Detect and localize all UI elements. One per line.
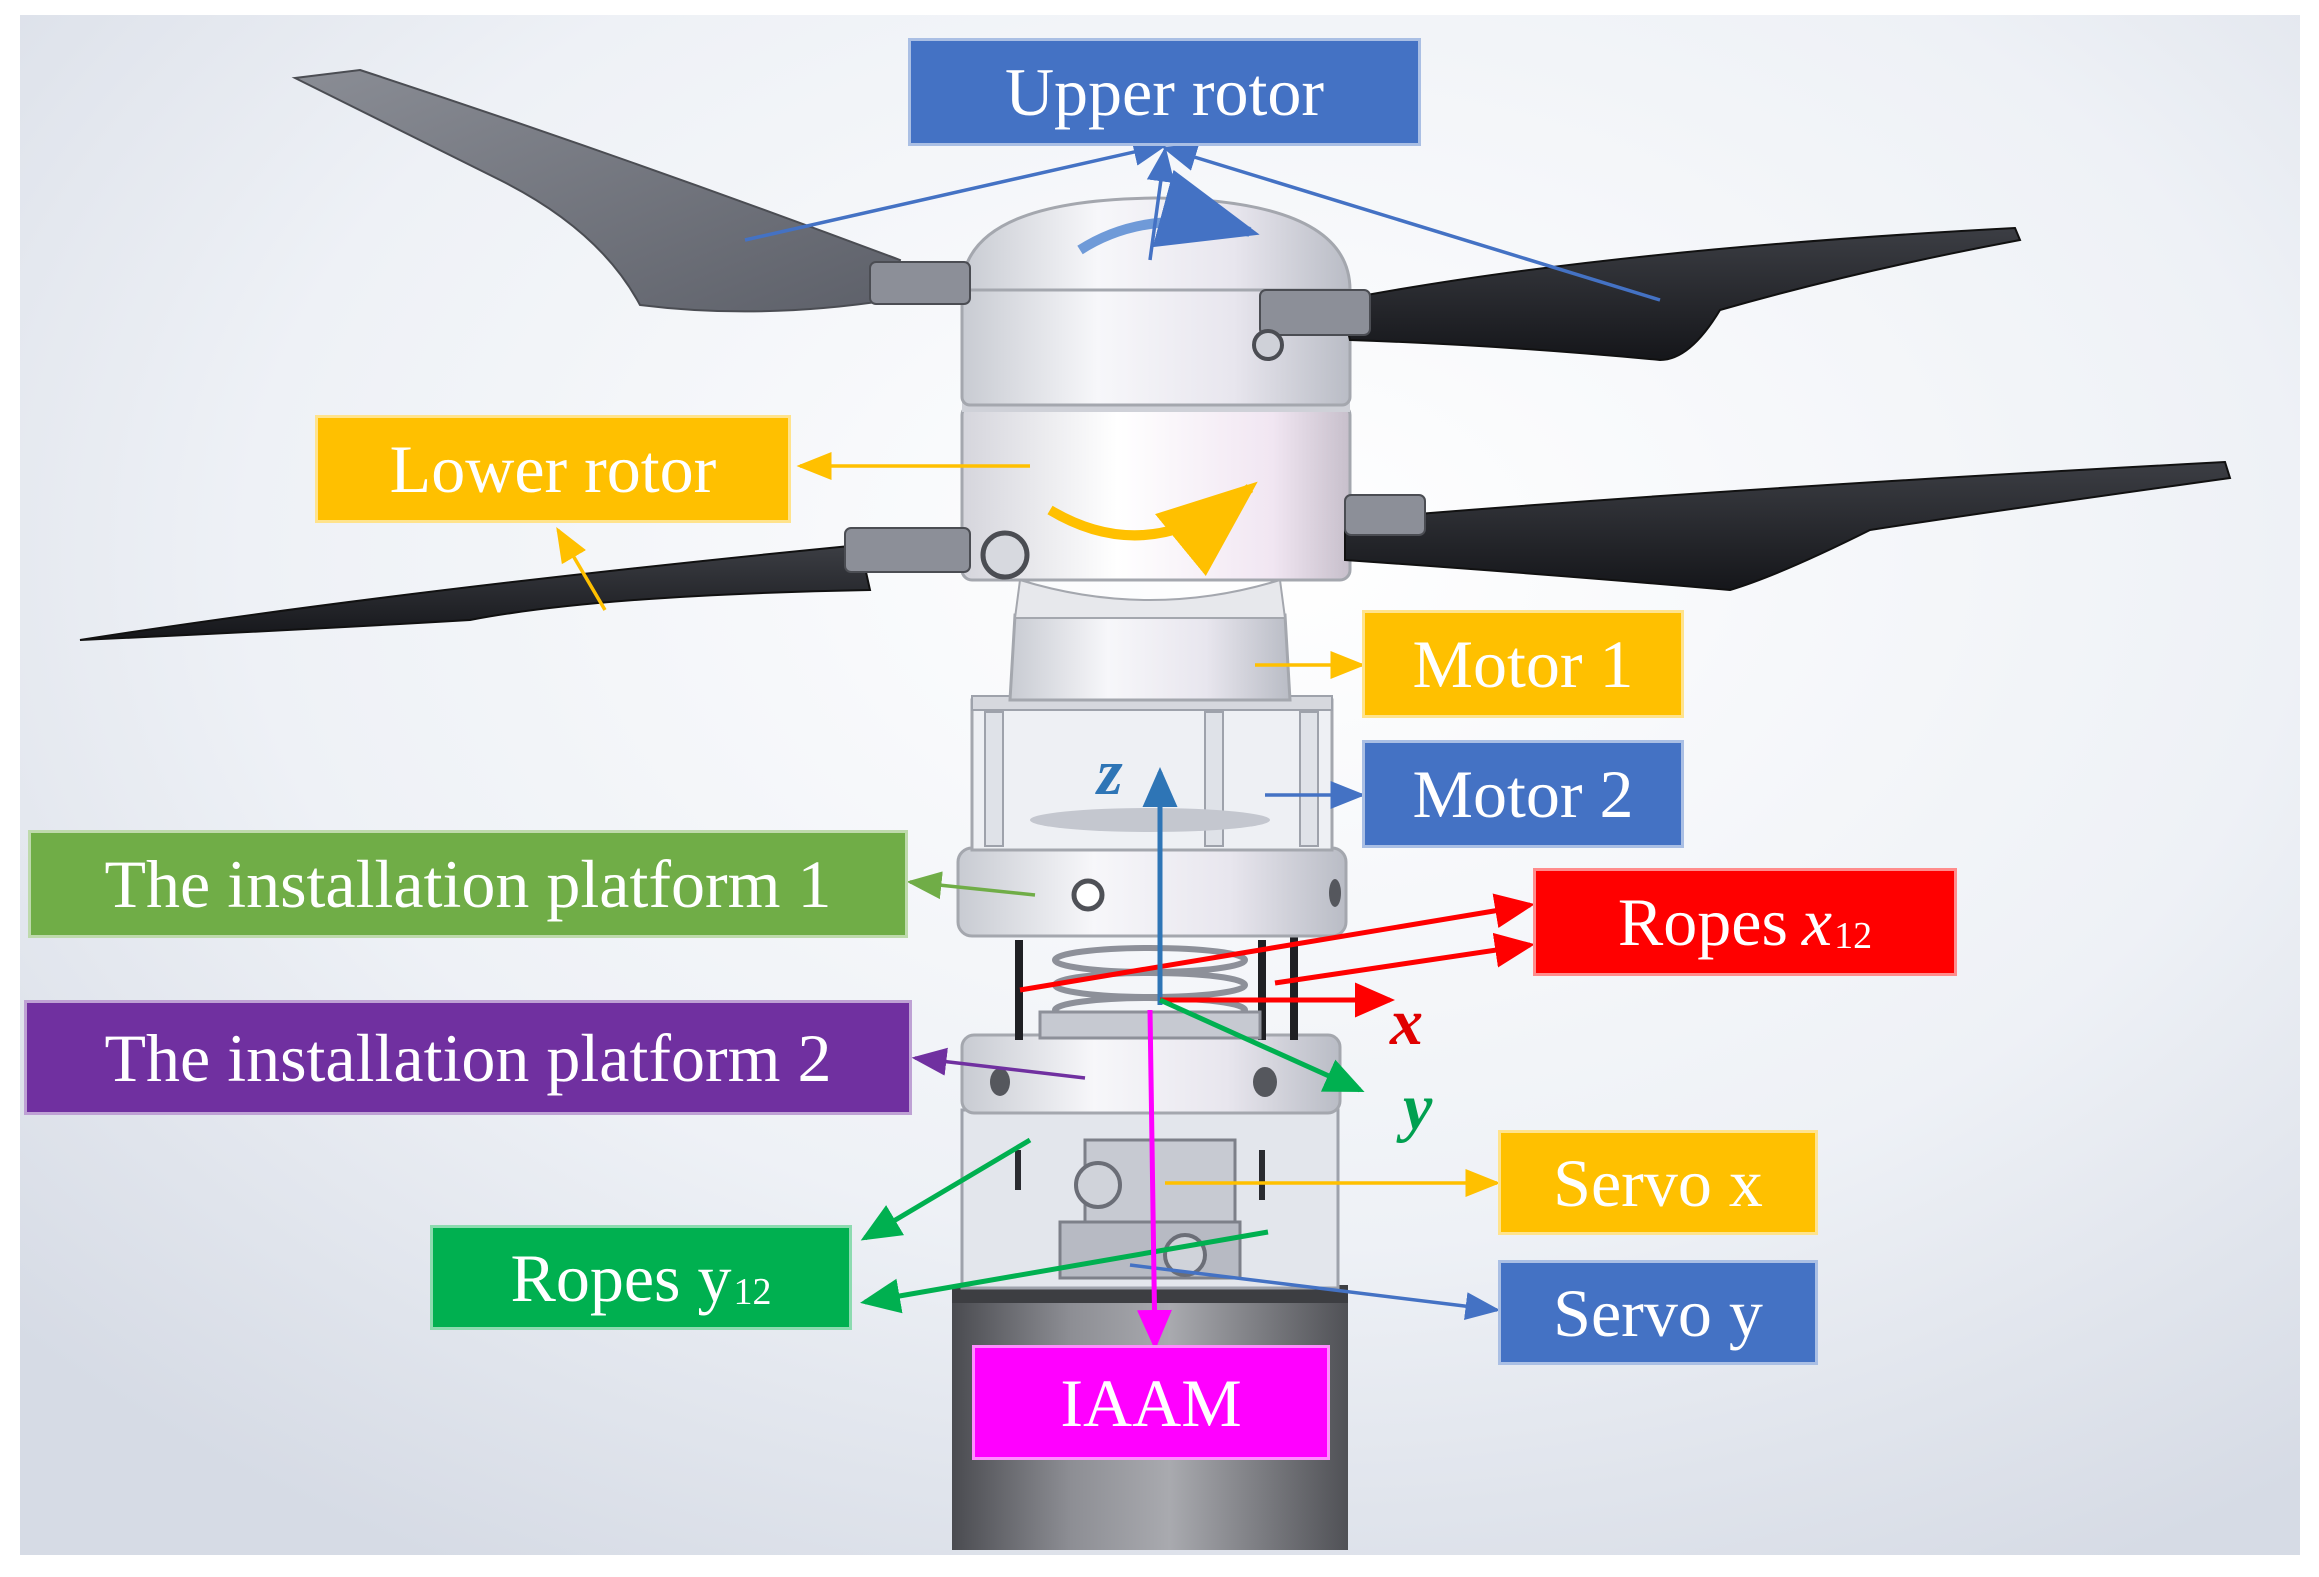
label-servo-x-text: Servo x [1553,1144,1763,1221]
leader-ropes-y-upper [860,1137,1032,1241]
label-motor-1: Motor 1 [1362,610,1684,718]
lower-blade-left [79,543,872,641]
label-iaam-text: IAAM [1060,1364,1242,1441]
label-upper-rotor-text: Upper rotor [1004,54,1325,130]
label-servo-y: Servo y [1498,1260,1818,1365]
label-ropes-x: Ropes x 12 [1533,868,1957,976]
label-platform-1-text: The installation platform 1 [104,846,832,922]
label-ropes-x-sub: 12 [1834,915,1873,957]
axis-y-label: y [1403,1071,1433,1144]
label-ropes-y: Ropes y 12 [430,1225,852,1330]
leader-iaam [1136,1009,1172,1350]
upper-blade-left [291,68,902,313]
label-lower-rotor: Lower rotor [315,415,791,523]
label-platform-2: The installation platform 2 [24,1000,912,1115]
lower-blade-right [1344,460,2232,592]
motor-1 [1008,613,1292,702]
lower-rotation-arrow [1047,481,1258,576]
axis-z-label: z [1097,736,1123,809]
leader-upper-right [1161,143,1661,302]
label-ropes-y-sub: 12 [733,1270,772,1313]
upper-blade-right [1338,226,2022,362]
label-motor-2: Motor 2 [1362,740,1684,848]
label-platform-1: The installation platform 1 [28,830,908,938]
leader-platform-1 [906,871,1036,900]
label-ropes-y-prefix: Ropes y [510,1239,732,1316]
label-motor-1-text: Motor 1 [1412,626,1634,702]
label-platform-2-text: The installation platform 2 [104,1019,832,1096]
axis-x-label: x [1390,986,1423,1059]
label-upper-rotor: Upper rotor [908,38,1421,146]
label-motor-2-text: Motor 2 [1412,756,1634,832]
leader-lower-blade [556,526,607,611]
label-servo-x: Servo x [1498,1130,1818,1235]
upper-rotation-arrow [1077,169,1260,255]
leader-servo-y [1129,1263,1501,1321]
leader-ropes-x-lower [1274,932,1535,986]
label-iaam: IAAM [972,1345,1330,1460]
label-ropes-x-var: x [1801,884,1833,960]
label-servo-y-text: Servo y [1553,1274,1763,1351]
axis-y-arrow [1158,997,1365,1093]
leader-ropes-y-lower [860,1229,1269,1314]
leader-platform-2 [911,1047,1086,1080]
label-ropes-x-prefix: Ropes [1617,884,1788,960]
label-lower-rotor-text: Lower rotor [389,431,717,507]
leader-ropes-x-upper [1019,893,1535,993]
leader-upper-left [744,138,1169,242]
coordinate-axes [1142,767,1395,1093]
